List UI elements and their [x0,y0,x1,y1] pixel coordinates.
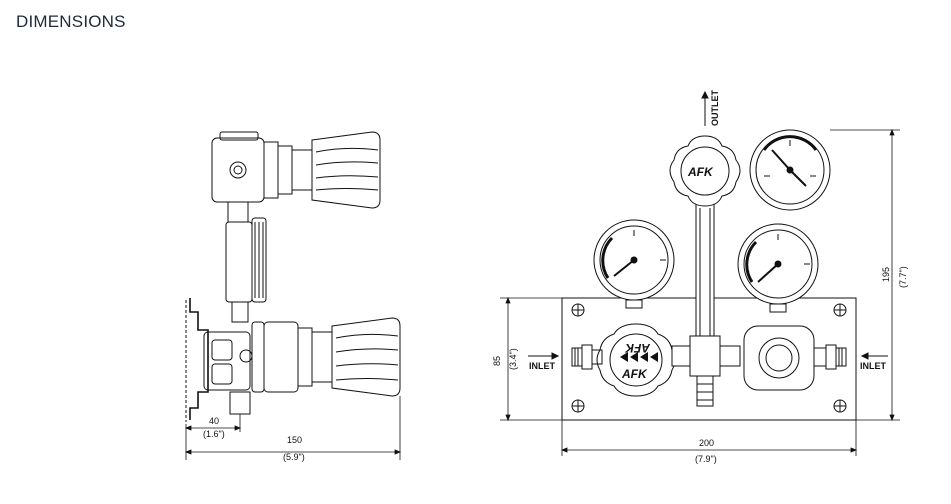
side-upper-regulator [211,131,381,209]
inlet-fitting-left [571,344,603,370]
width-in: (7.9") [695,454,717,464]
side-wall-bracket [185,298,253,422]
front-dimension-panel-height [500,296,562,422]
lower-knob: AFK AFK [596,323,676,397]
brand-lower-mirrored: AFK [624,341,651,355]
gauge-left [593,219,675,309]
right-regulator-body [743,325,827,391]
inlet-arrow-left [528,352,560,360]
upper-knob: AFK [669,135,741,207]
front-dimension-height [830,128,900,422]
side-offset-mm: 40 [209,416,219,426]
height-mm: 195 [881,267,891,282]
side-dimension-lines [184,396,402,460]
brand-upper: AFK [687,165,714,179]
brand-lower: AFK [621,367,648,381]
side-view: 40 (1.6") 150 (5.9") [184,131,402,462]
outlet-arrow [701,90,709,126]
panel-height-in: (3.4") [508,348,518,370]
side-width-mm: 150 [287,435,302,445]
page-title: DIMENSIONS [16,12,126,31]
width-mm: 200 [699,438,714,448]
front-dimension-width [560,420,858,456]
height-in: (7.7") [898,266,908,288]
side-width-in: (5.9") [283,452,305,462]
inlet-arrow-right [860,352,888,360]
panel-height-mm: 85 [492,356,502,366]
outlet-label: OUTLET [710,90,720,126]
side-lower-regulator [229,317,401,415]
side-offset-in: (1.6") [203,429,225,439]
inlet-left-label: INLET [529,361,556,371]
inlet-right-label: INLET [860,361,887,371]
outlet-tube [695,203,715,341]
front-view: AFK OUTLET [492,90,908,464]
gauge-right [737,223,819,313]
side-stem [225,201,267,323]
gauge-top-right [749,129,831,211]
inlet-fitting-right [825,344,847,370]
central-block [671,335,741,407]
